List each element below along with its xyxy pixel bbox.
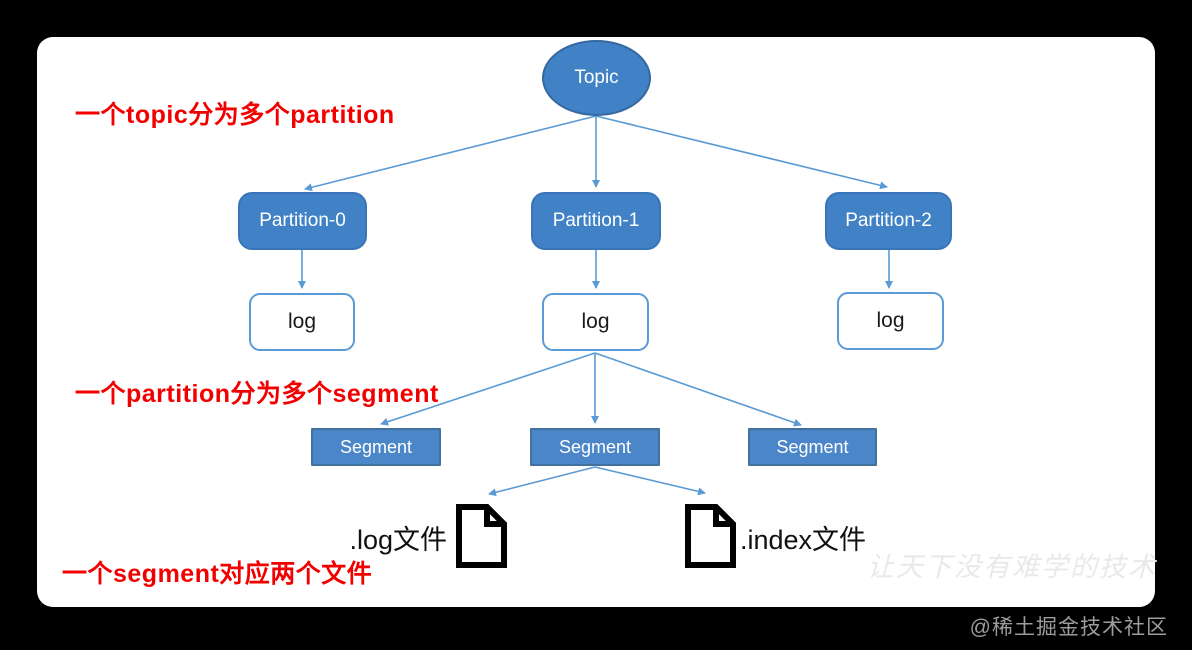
segment-0-label: Segment bbox=[339, 436, 413, 457]
diagram-canvas: Topic 一个topic分为多个partition Partition-0 P… bbox=[37, 37, 1155, 607]
segment-1-label: Segment bbox=[558, 436, 632, 457]
annotation-segment-files: 一个segment对应两个文件 bbox=[62, 560, 373, 588]
index-file-document-icon bbox=[685, 504, 736, 568]
log-1-label: log bbox=[581, 310, 610, 333]
arrow-segment-logfile bbox=[488, 466, 596, 497]
segment-2-label: Segment bbox=[776, 436, 849, 457]
log-file-label: .log文件 bbox=[349, 525, 447, 555]
log-0-label: log bbox=[287, 310, 317, 333]
partition-2-node: Partition-2 bbox=[825, 192, 952, 250]
credit-badge: @稀土掘金技术社区 bbox=[969, 616, 1168, 639]
segment-0-node: Segment bbox=[311, 428, 441, 466]
log-0-node: log bbox=[249, 293, 355, 351]
index-file-label: .index文件 bbox=[740, 525, 867, 555]
watermark-text: 让天下没有难学的技术 bbox=[867, 552, 1157, 583]
arrow-segment-indexfile bbox=[594, 466, 706, 496]
partition-1-label: Partition-1 bbox=[552, 210, 640, 231]
log-2-label: log bbox=[876, 309, 905, 332]
topic-label: Topic bbox=[574, 67, 619, 88]
log-2-node: log bbox=[837, 292, 944, 350]
partition-1-node: Partition-1 bbox=[531, 192, 661, 250]
segment-1-node: Segment bbox=[530, 428, 660, 466]
segment-2-node: Segment bbox=[748, 428, 877, 466]
arrow-topic-partition2 bbox=[595, 115, 888, 190]
annotation-topic-partition: 一个topic分为多个partition bbox=[75, 101, 395, 129]
partition-2-label: Partition-2 bbox=[845, 210, 932, 231]
topic-node: Topic bbox=[542, 40, 651, 116]
partition-0-node: Partition-0 bbox=[238, 192, 367, 250]
annotation-partition-segment: 一个partition分为多个segment bbox=[75, 380, 439, 408]
arrow-log-segment2 bbox=[594, 352, 802, 427]
partition-0-label: Partition-0 bbox=[259, 210, 346, 231]
log-1-node: log bbox=[542, 293, 649, 351]
log-file-document-icon bbox=[456, 504, 507, 568]
